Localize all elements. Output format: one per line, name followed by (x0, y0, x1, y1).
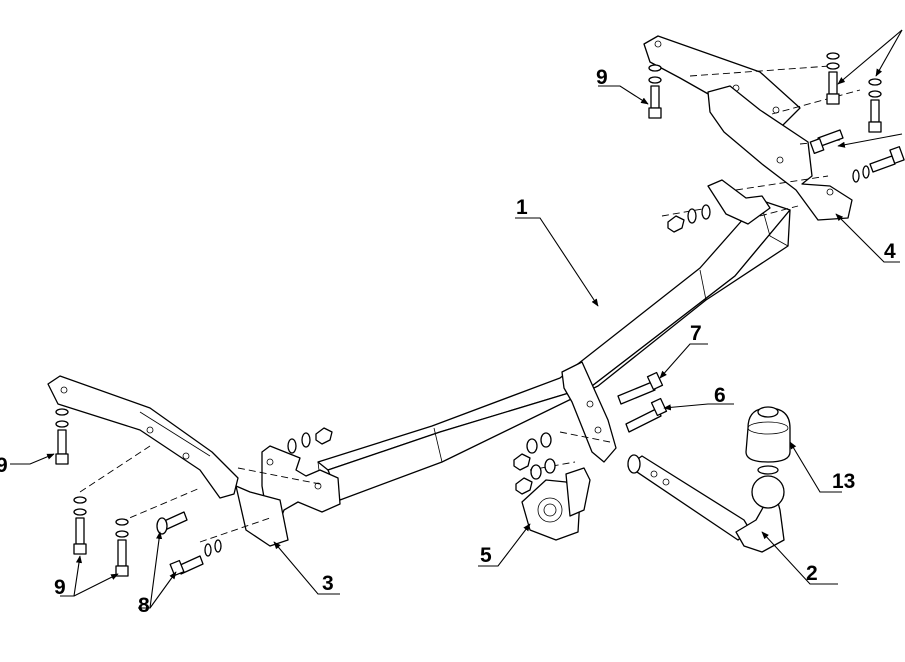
callout-13: 13 (832, 470, 855, 493)
center-bracket (561, 361, 617, 463)
callout-2: 2 (806, 562, 818, 585)
callout-8: 8 (138, 594, 150, 617)
callout-9-top: 9 (596, 66, 608, 89)
alignment-lines (79, 65, 861, 543)
callout-leaders (10, 29, 903, 609)
callout-9-bottom: 9 (54, 576, 66, 599)
callout-labels: 1 2 3 4 5 6 7 8 9 9 9 13 (0, 66, 896, 617)
right-side-plate (707, 85, 853, 221)
socket-plate (521, 467, 591, 541)
tow-ball-arm (627, 454, 785, 553)
callout-1: 1 (516, 196, 528, 219)
callout-9-left: 9 (0, 454, 8, 477)
callout-4: 4 (884, 240, 896, 263)
right-small-plate (707, 179, 771, 225)
callout-5: 5 (480, 544, 492, 567)
left-long-bracket (47, 375, 289, 547)
crossbar-part (317, 199, 791, 501)
ball-cover (745, 406, 791, 463)
callout-7: 7 (690, 322, 702, 345)
callout-3: 3 (322, 572, 334, 595)
callout-6: 6 (714, 384, 726, 407)
